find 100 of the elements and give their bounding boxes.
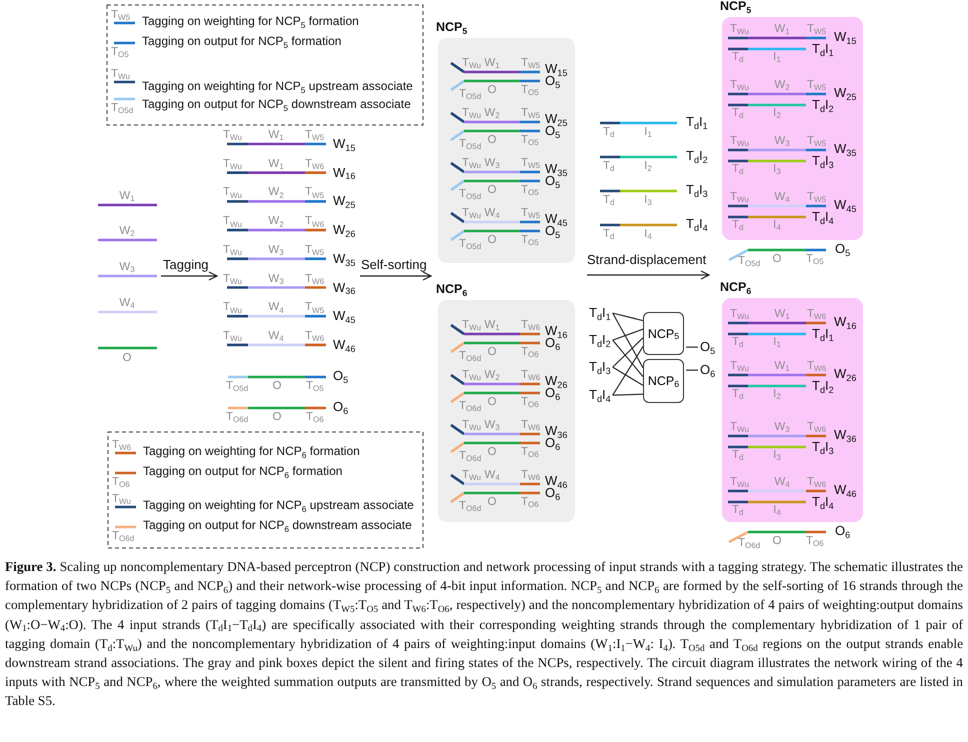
perceptron-box: NCP$_{6}$ bbox=[643, 359, 684, 403]
domain-label: T$_{O6d}$ bbox=[459, 400, 482, 413]
strand-label: W$_{36}$ bbox=[545, 424, 568, 438]
legend-text: Tagging on weighting for NCP$_{6}$ upstream associate bbox=[143, 499, 414, 512]
domain-label: T$_{d}$ bbox=[732, 51, 744, 64]
domain-label: O bbox=[488, 346, 496, 359]
strand-label: W$_{35}$ bbox=[545, 162, 568, 176]
domain-label: T$_{Wu}$ bbox=[730, 191, 749, 204]
domain-label: I$_{4}$ bbox=[773, 219, 781, 232]
strand-label: T$_{d}$I$_{2}$ bbox=[812, 98, 834, 112]
domain-label: T$_{W5}$ bbox=[305, 244, 324, 256]
wire bbox=[612, 366, 644, 386]
wire bbox=[612, 394, 644, 396]
domain-label: T$_{W5}$ bbox=[305, 186, 324, 200]
domain-label: W$_{4}$ bbox=[268, 330, 284, 343]
domain-label: I$_{4}$ bbox=[644, 228, 652, 241]
strand-label: W$_{26}$ bbox=[545, 374, 568, 388]
domain-label: T$_{Wu}$ bbox=[223, 215, 242, 228]
domain-label: T$_{O5}$ bbox=[111, 46, 129, 59]
strand-label: T$_{d}$I$_{4}$ bbox=[812, 495, 834, 510]
domain-label: T$_{W6}$ bbox=[807, 308, 826, 321]
domain-label: T$_{W5}$ bbox=[807, 23, 826, 36]
strand-label: W$_{15}$ bbox=[545, 62, 568, 76]
legend-text: Tagging on output for NCP$_{5}$ downstream associate bbox=[142, 98, 411, 112]
strand-label: W$_{15}$ bbox=[333, 137, 356, 152]
domain-label: O bbox=[272, 411, 282, 424]
domain-label: T$_{W5}$ bbox=[521, 157, 540, 170]
domain-label: O bbox=[772, 535, 782, 548]
strand-label: W$_{16}$ bbox=[834, 315, 856, 330]
input-label: T$_{d}$I$_{1}$ bbox=[589, 306, 611, 320]
domain-label: I$_{2}$ bbox=[773, 388, 781, 401]
strand-label: O$_{5}$ bbox=[835, 242, 850, 256]
domain-label: W$_{3}$ bbox=[484, 157, 500, 170]
domain-label: T$_{Wu}$ bbox=[730, 308, 749, 321]
domain-label: T$_{d}$ bbox=[603, 194, 615, 207]
step-label: Strand-displacement bbox=[587, 253, 706, 268]
strand-label: W$_{45}$ bbox=[545, 212, 568, 226]
domain-label: T$_{O5d}$ bbox=[111, 102, 134, 115]
panel-heading: NCP$_{6}$ bbox=[720, 281, 752, 295]
domain-label: T$_{O6d}$ bbox=[738, 537, 760, 550]
domain-label: T$_{O6d}$ bbox=[226, 411, 248, 424]
domain-label: T$_{W5}$ bbox=[521, 57, 540, 70]
domain-label: W$_{4}$ bbox=[119, 297, 135, 310]
domain-label: O bbox=[488, 134, 496, 147]
domain-label: T$_{W6}$ bbox=[807, 476, 826, 489]
strand-label: W$_{46}$ bbox=[834, 483, 856, 498]
strand-label: W$_{25}$ bbox=[545, 112, 568, 126]
domain-label: T$_{O5d}$ bbox=[459, 138, 482, 151]
strand-label: W$_{36}$ bbox=[834, 428, 856, 442]
domain-label: T$_{W6}$ bbox=[305, 215, 324, 228]
strand-label: W$_{15}$ bbox=[834, 30, 856, 44]
strand-label: T$_{d}$I$_{2}$ bbox=[686, 149, 708, 164]
domain-label: T$_{O6}$ bbox=[306, 411, 324, 424]
domain-label: T$_{O5}$ bbox=[521, 234, 539, 247]
strand-label: W$_{25}$ bbox=[333, 194, 356, 209]
domain-label: W$_{1}$ bbox=[268, 129, 284, 142]
legend-text: Tagging on output for NCP$_{6}$ downstream associate bbox=[143, 519, 412, 532]
domain-label: T$_{W6}$ bbox=[112, 439, 132, 452]
domain-label: T$_{Wu}$ bbox=[462, 57, 481, 70]
domain-label: T$_{W6}$ bbox=[305, 330, 324, 343]
domain-label: W$_{3}$ bbox=[774, 421, 790, 434]
domain-label: W$_{2}$ bbox=[774, 79, 790, 92]
domain-label: T$_{Wu}$ bbox=[730, 476, 749, 489]
domain-label: I$_{3}$ bbox=[773, 449, 781, 462]
strand-label: T$_{d}$I$_{3}$ bbox=[812, 154, 834, 168]
legend-text: Tagging on weighting for NCP$_{6}$ formation bbox=[143, 445, 360, 458]
domain-label: T$_{Wu}$ bbox=[730, 23, 749, 36]
domain-label: T$_{W6}$ bbox=[305, 158, 324, 170]
domain-label: T$_{d}$ bbox=[732, 449, 744, 462]
strand-label: W$_{35}$ bbox=[333, 252, 356, 266]
domain-label: T$_{W6}$ bbox=[807, 421, 826, 434]
strand-label: O$_{6}$ bbox=[835, 524, 850, 538]
domain-label: T$_{d}$ bbox=[603, 160, 615, 173]
step-label: Tagging bbox=[163, 258, 209, 272]
domain-label: T$_{W6}$ bbox=[521, 419, 540, 432]
domain-label: T$_{O5}$ bbox=[806, 253, 824, 266]
domain-label: I$_{1}$ bbox=[644, 126, 652, 139]
domain-label: T$_{Wu}$ bbox=[462, 469, 481, 482]
domain-label: O bbox=[488, 496, 496, 509]
domain-label: T$_{O5d}$ bbox=[459, 88, 482, 101]
strand-label: W$_{26}$ bbox=[333, 223, 356, 238]
domain-label: W$_{4}$ bbox=[268, 301, 284, 314]
domain-label: I$_{3}$ bbox=[773, 163, 781, 176]
domain-label: T$_{O5d}$ bbox=[738, 255, 760, 268]
domain-label: W$_{1}$ bbox=[774, 360, 790, 373]
domain-label: T$_{d}$ bbox=[732, 504, 744, 517]
domain-label: T$_{Wu}$ bbox=[730, 135, 749, 148]
domain-label: W$_{2}$ bbox=[484, 369, 500, 382]
domain-label: T$_{W6}$ bbox=[521, 369, 540, 382]
domain-label: T$_{Wu}$ bbox=[223, 158, 242, 170]
domain-label: T$_{O6d}$ bbox=[459, 500, 482, 513]
domain-label: W$_{4}$ bbox=[774, 191, 790, 204]
domain-label: T$_{O5}$ bbox=[521, 84, 539, 97]
domain-label: O bbox=[488, 446, 496, 459]
domain-label: T$_{O5}$ bbox=[306, 380, 324, 393]
domain-label: T$_{d}$ bbox=[732, 388, 744, 401]
domain-label: O bbox=[488, 184, 496, 197]
domain-label: O bbox=[122, 352, 132, 365]
strand-label: W$_{46}$ bbox=[545, 474, 568, 488]
domain-label: I$_{4}$ bbox=[773, 504, 781, 517]
